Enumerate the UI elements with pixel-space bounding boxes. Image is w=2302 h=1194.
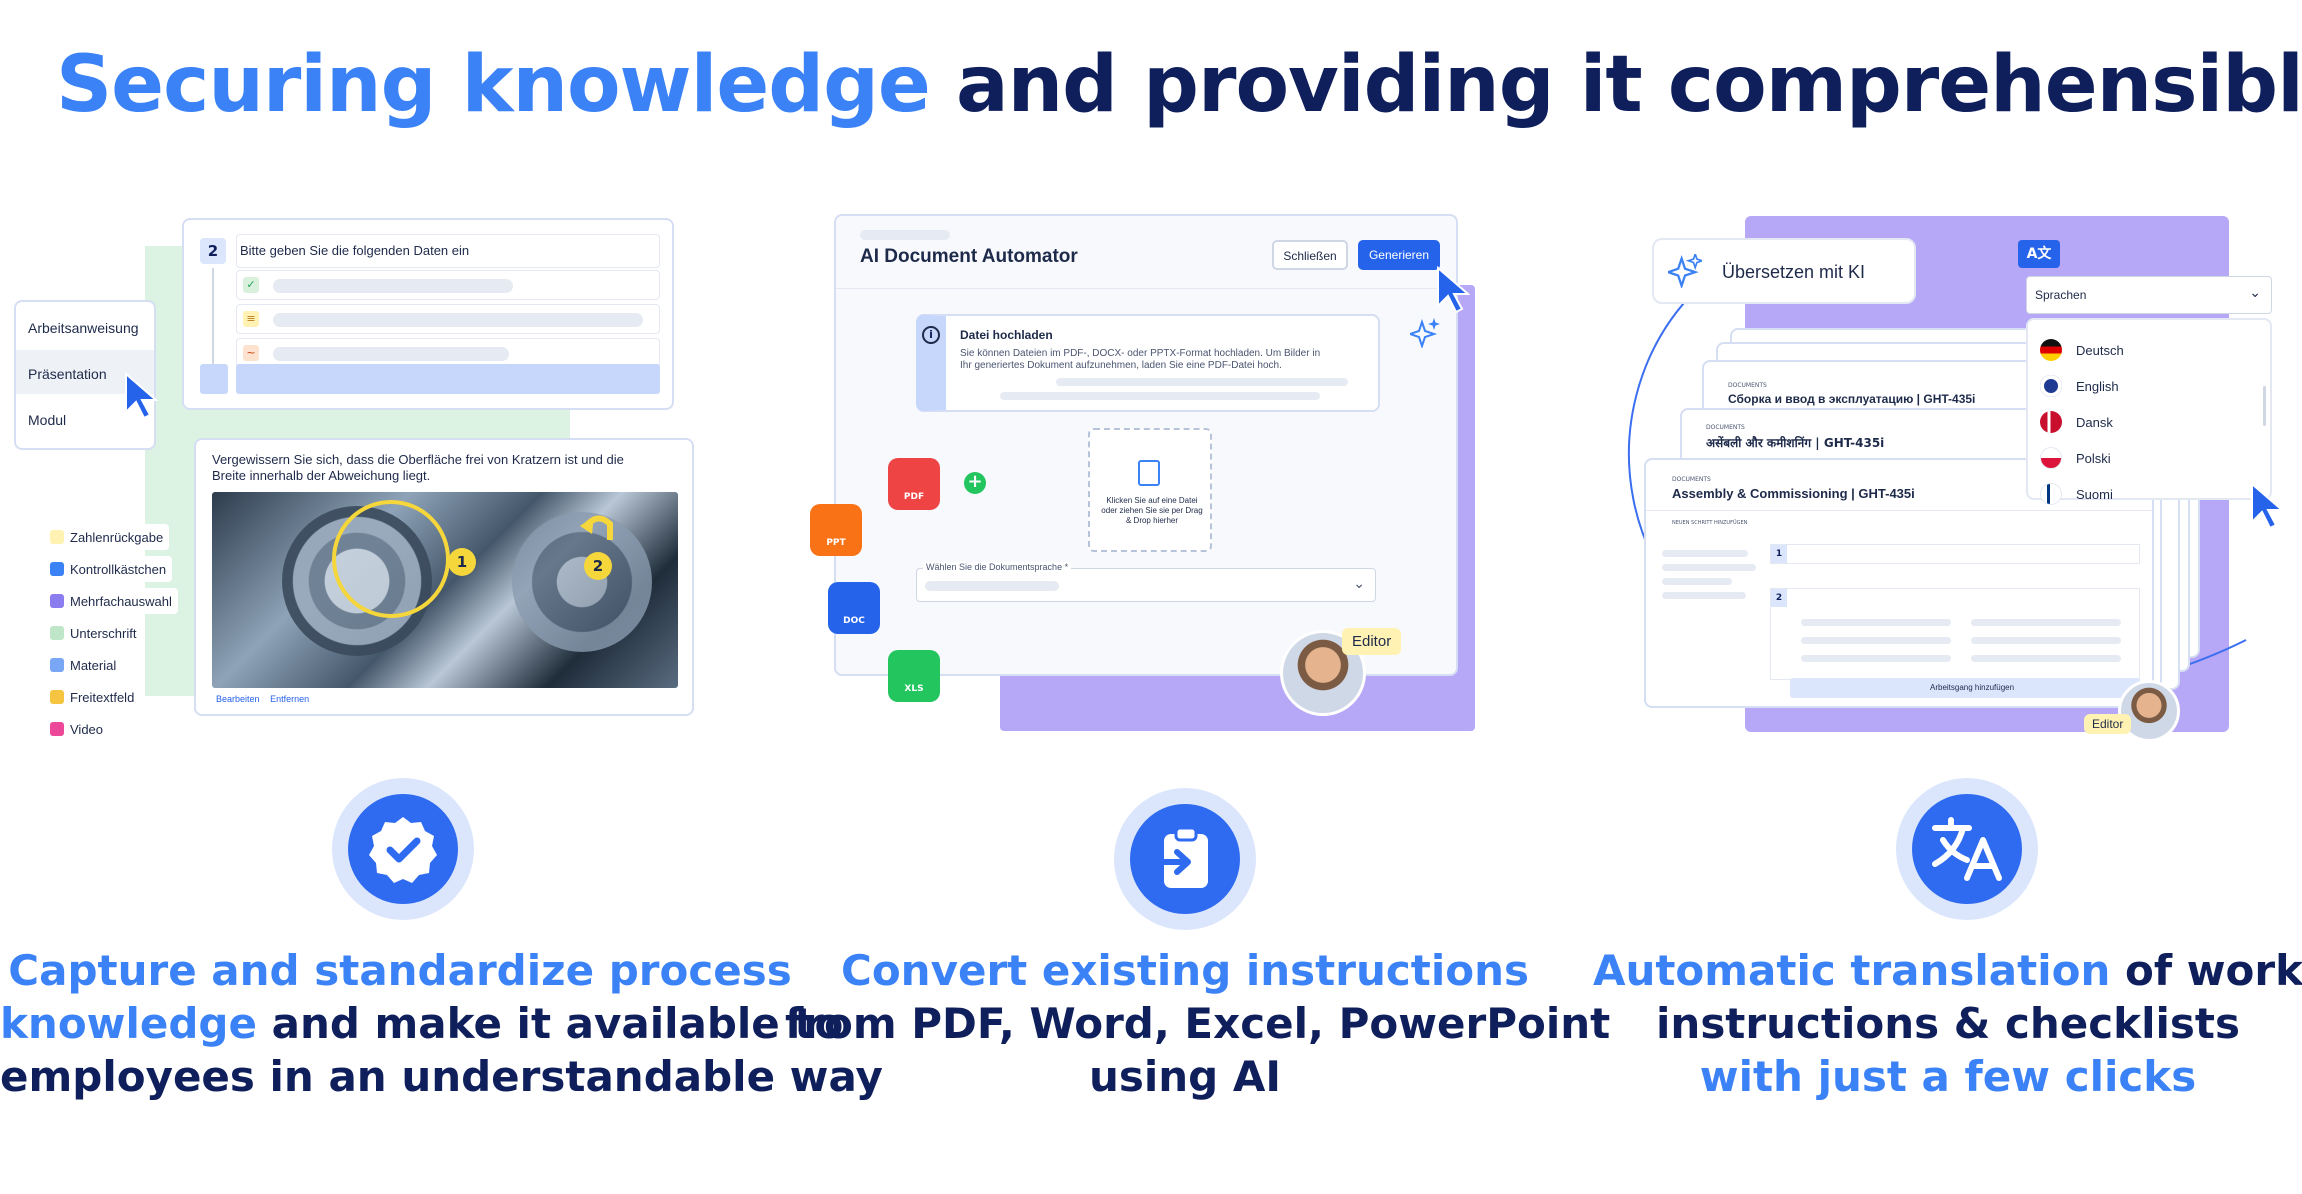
video-icon xyxy=(50,722,64,736)
flag-finland-icon xyxy=(2040,483,2062,505)
xls-file-icon: XLS xyxy=(888,650,940,702)
flag-poland-icon xyxy=(2040,447,2062,469)
add-field-bar[interactable] xyxy=(236,364,660,394)
info-icon: i xyxy=(922,326,940,344)
tool-signature[interactable]: Unterschrift xyxy=(44,620,143,646)
step-card: 2 Bitte geben Sie die folgenden Daten ei… xyxy=(182,218,674,410)
hash-icon xyxy=(50,530,64,544)
translate-button[interactable]: Übersetzen mit KI xyxy=(1652,238,1916,304)
list-icon: ≡ xyxy=(243,311,259,327)
language-select[interactable]: Wählen Sie die Dokumentsprache * ⌄ xyxy=(916,562,1376,602)
tool-material[interactable]: Material xyxy=(44,652,123,678)
feature-translate-text: Automatic translation of work instructio… xyxy=(1592,946,2302,1101)
add-operation-button[interactable]: Arbeitsgang hinzufügen xyxy=(1790,678,2140,698)
chevron-down-icon: ⌄ xyxy=(2249,285,2261,301)
flag-denmark-icon xyxy=(2040,411,2062,433)
translate-icon: A文 xyxy=(2018,240,2060,268)
sparkles-icon xyxy=(1410,318,1440,348)
signature-icon: ~ xyxy=(243,345,259,361)
text-icon xyxy=(50,690,64,704)
language-label: Wählen Sie die Dokumentsprache * xyxy=(923,562,1072,572)
document-title-ru: Сборка и ввод в эксплуатацию | GHT-435i xyxy=(1728,392,1976,406)
verified-badge-icon xyxy=(369,817,437,883)
step-row-2[interactable]: 2 xyxy=(1770,588,2140,680)
cursor-icon xyxy=(125,372,158,420)
doc-file-icon: DOC xyxy=(828,582,880,634)
pdf-file-icon: PDF xyxy=(888,458,940,510)
lang-option-english[interactable]: English xyxy=(2040,370,2119,402)
headline-rest: and providing it comprehensibly xyxy=(955,40,2302,130)
automator-title: AI Document Automator xyxy=(860,246,1078,267)
checkbox-icon xyxy=(50,562,64,576)
feature-icon-badge xyxy=(1896,778,2038,920)
generate-button[interactable]: Generieren xyxy=(1358,240,1440,270)
cursor-icon xyxy=(2251,482,2284,530)
ppt-file-icon: PPT xyxy=(810,504,862,556)
document-title-en: Assembly & Commissioning | GHT-435i xyxy=(1672,486,1915,501)
step-number: 2 xyxy=(200,238,226,264)
tool-free-text[interactable]: Freitextfeld xyxy=(44,684,141,710)
clipboard-import-icon xyxy=(1153,826,1208,888)
signature-icon xyxy=(50,626,64,640)
document-title-hi: असेंबली और कमीशनिंग | GHT-435i xyxy=(1706,436,1885,450)
edit-link[interactable]: Bearbeiten xyxy=(216,694,260,704)
languages-select[interactable]: Sprachen ⌄ xyxy=(2026,276,2272,314)
tool-multiple-choice[interactable]: Mehrfachauswahl xyxy=(44,588,178,614)
editor-tag: Editor xyxy=(2084,714,2132,734)
content-type-menu: Arbeitsanweisung Präsentation Modul xyxy=(14,300,156,450)
remove-link[interactable]: Entfernen xyxy=(270,694,310,704)
add-step-link[interactable]: NEUEN SCHRITT HINZUFÜGEN xyxy=(1672,520,1748,526)
step-row-1[interactable]: 1 xyxy=(1770,544,2140,564)
translate-icon xyxy=(1932,817,2002,881)
upload-title: Datei hochladen xyxy=(960,328,1053,342)
instruction-text: Vergewissern Sie sich, dass die Oberfläc… xyxy=(212,452,624,483)
checkbox-icon: ✓ xyxy=(243,277,259,293)
add-icon: + xyxy=(964,472,986,494)
tool-number-input[interactable]: Zahlenrückgabe xyxy=(44,524,170,550)
editor-tag: Editor xyxy=(1342,628,1402,655)
feature-capture-text: Capture and standardize process knowledg… xyxy=(0,946,883,1101)
flag-uk-icon xyxy=(2040,375,2062,397)
tool-video[interactable]: Video xyxy=(44,716,110,742)
file-add-icon xyxy=(1138,460,1160,486)
machine-image: 1 2 xyxy=(212,492,678,688)
lang-option-german[interactable]: Deutsch xyxy=(2040,334,2124,366)
menu-item-module[interactable]: Modul xyxy=(28,412,67,428)
card-actions: Bearbeiten Entfernen xyxy=(216,694,309,704)
checkbox-field[interactable]: ✓ xyxy=(236,270,660,300)
menu-item-work-instruction[interactable]: Arbeitsanweisung xyxy=(28,320,139,336)
instruction-card: Vergewissern Sie sich, dass die Oberfläc… xyxy=(194,438,694,716)
marker-1[interactable]: 1 xyxy=(448,548,476,576)
lang-option-danish[interactable]: Dansk xyxy=(2040,406,2113,438)
feature-icon-badge xyxy=(332,778,474,920)
languages-label: Sprachen xyxy=(2035,288,2087,302)
translate-label: Übersetzen mit KI xyxy=(1722,262,1866,282)
step-title: Bitte geben Sie die folgenden Daten ein xyxy=(240,243,470,258)
languages-list: Deutsch English Dansk Polski Suomi xyxy=(2026,318,2272,505)
cursor-icon xyxy=(1437,266,1470,314)
list-field[interactable]: ≡ xyxy=(236,304,660,334)
chevron-down-icon: ⌄ xyxy=(1353,576,1365,592)
lang-option-finnish[interactable]: Suomi xyxy=(2040,478,2113,510)
feature-icon-badge xyxy=(1114,788,1256,930)
upload-info: i Datei hochladen Sie können Dateien im … xyxy=(916,314,1380,412)
feature-convert-text: Convert existing instructions from PDF, … xyxy=(785,946,1611,1101)
file-dropzone[interactable]: Klicken Sie auf eine Datei oder ziehen S… xyxy=(1088,428,1212,552)
scrollbar[interactable] xyxy=(2263,386,2266,426)
page-headline: Securing knowledge and providing it comp… xyxy=(56,40,2302,130)
rotate-arrow-icon xyxy=(580,515,613,540)
close-button[interactable]: Schließen xyxy=(1272,240,1348,270)
flag-germany-icon xyxy=(2040,339,2062,361)
wrench-icon xyxy=(50,658,64,672)
dropzone-text: Klicken Sie auf eine Datei oder ziehen S… xyxy=(1101,496,1203,525)
sparkles-icon xyxy=(1668,254,1702,288)
marker-2[interactable]: 2 xyxy=(584,552,612,580)
upload-description: Sie können Dateien im PDF-, DOCX- oder P… xyxy=(960,348,1321,371)
document-en: DOCUMENTS Assembly & Commissioning | GHT… xyxy=(1644,458,2154,708)
headline-highlight: Securing knowledge xyxy=(56,40,931,130)
lang-option-polish[interactable]: Polski xyxy=(2040,442,2111,474)
tool-checkbox[interactable]: Kontrollkästchen xyxy=(44,556,173,582)
list-icon xyxy=(50,594,64,608)
ai-automator-window: AI Document Automator Schließen Generier… xyxy=(834,214,1458,676)
